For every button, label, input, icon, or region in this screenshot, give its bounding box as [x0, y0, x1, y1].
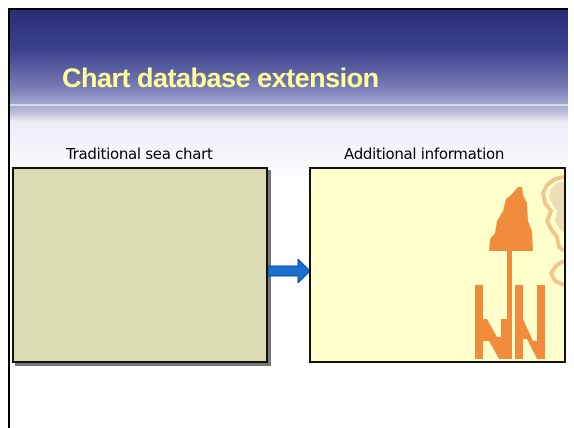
right-arrow-icon	[268, 259, 310, 283]
slide-title: Chart database extension	[62, 63, 379, 93]
coastline-fill	[549, 181, 564, 233]
title-divider	[10, 104, 568, 106]
coastline-shape	[541, 175, 564, 287]
additional-information-label: Additional information	[344, 145, 505, 163]
map-overlay	[475, 175, 564, 359]
traditional-sea-chart-panel	[12, 167, 268, 363]
traditional-sea-chart-label: Traditional sea chart	[66, 145, 213, 163]
additional-information-panel	[309, 167, 566, 363]
north-arrow-icon	[475, 187, 545, 359]
